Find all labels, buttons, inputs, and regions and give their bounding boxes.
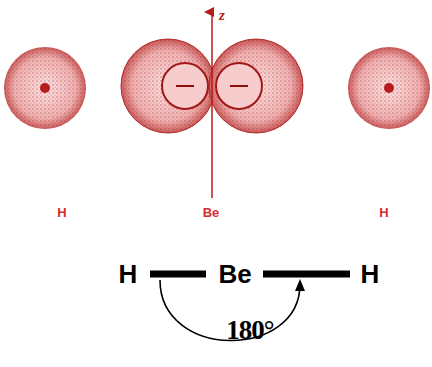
h-orbital-right [348, 47, 430, 129]
axis-label: z [219, 8, 225, 23]
atom-symbol: Be [218, 261, 251, 287]
atom-label: Be [203, 206, 220, 219]
atom-symbol: H [361, 261, 380, 287]
h-orbital-left [4, 47, 86, 129]
atom-symbol: H [119, 261, 138, 287]
atom-label: H [379, 206, 388, 219]
z-axis [211, 12, 213, 198]
atom-label: H [57, 206, 66, 219]
bond-line [263, 271, 350, 278]
bond-angle: 180° [226, 317, 273, 344]
bond-line [150, 271, 206, 278]
